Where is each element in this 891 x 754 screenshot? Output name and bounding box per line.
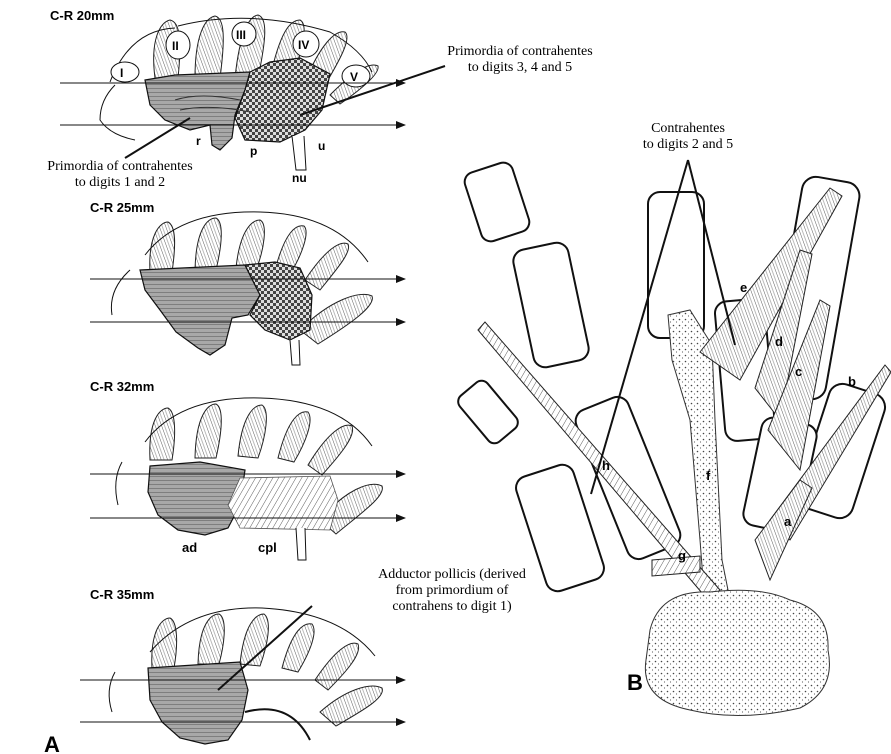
callout-345-line2: to digits 3, 4 and 5 xyxy=(468,60,572,75)
callout-adductor-line2: from primordium of xyxy=(396,583,509,598)
muscle-label-g: g xyxy=(678,548,686,563)
panel-a-label: A xyxy=(44,732,60,754)
digit-label-i: I xyxy=(120,66,123,80)
digit-label-ii: II xyxy=(172,39,179,53)
mark-nu: nu xyxy=(292,171,307,185)
muscle-g xyxy=(652,556,700,576)
muscle-label-e: e xyxy=(740,280,747,295)
callout-adductor-line1: Adductor pollicis (derived xyxy=(378,567,526,582)
origin-mass xyxy=(645,590,829,715)
callout-12-line2: to digits 1 and 2 xyxy=(75,175,165,190)
muscle-label-b: b xyxy=(848,374,856,389)
stage-label-25mm: C-R 25mm xyxy=(90,200,154,215)
muscle-label-h: h xyxy=(602,458,610,473)
stage-35mm: C-R 35mm xyxy=(80,587,405,744)
stage-label-35mm: C-R 35mm xyxy=(90,587,154,602)
digit-label-v: V xyxy=(350,70,358,84)
callout-12-line1: Primordia of contrahentes xyxy=(47,159,192,174)
callout-345-line1: Primordia of contrahentes xyxy=(447,44,592,59)
mark-p: p xyxy=(250,144,257,158)
panel-b: a b c d e f g h Contrahentes to digits 2… xyxy=(455,121,891,716)
callout-line xyxy=(125,118,190,158)
contrahentes-plate-32mm xyxy=(228,476,338,530)
muscle-label-a: a xyxy=(784,514,792,529)
mark-cpl: cpl xyxy=(258,540,277,555)
stage-25mm: C-R 25mm xyxy=(90,200,405,365)
callout-b-line1: Contrahentes xyxy=(651,121,725,136)
mark-r: r xyxy=(196,134,201,148)
digit-label-iii: III xyxy=(236,28,246,42)
panel-a: C-R 20mm I II III IV V xyxy=(44,8,593,754)
callout-b-line2: to digits 2 and 5 xyxy=(643,137,733,152)
adductor-primordium-32mm xyxy=(148,462,245,535)
digit-label-iv: IV xyxy=(298,38,309,52)
stage-32mm: C-R 32mm ad cpl xyxy=(90,379,405,560)
panel-b-label: B xyxy=(627,670,643,695)
adductor-pollicis-35mm xyxy=(148,662,248,744)
mark-ad: ad xyxy=(182,540,197,555)
muscle-label-c: c xyxy=(795,364,802,379)
mark-u: u xyxy=(318,139,325,153)
stage-label-32mm: C-R 32mm xyxy=(90,379,154,394)
muscle-label-f: f xyxy=(706,468,711,483)
muscle-label-d: d xyxy=(775,334,783,349)
callout-adductor-line3: contrahens to digit 1) xyxy=(392,599,512,614)
stage-label-20mm: C-R 20mm xyxy=(50,8,114,23)
